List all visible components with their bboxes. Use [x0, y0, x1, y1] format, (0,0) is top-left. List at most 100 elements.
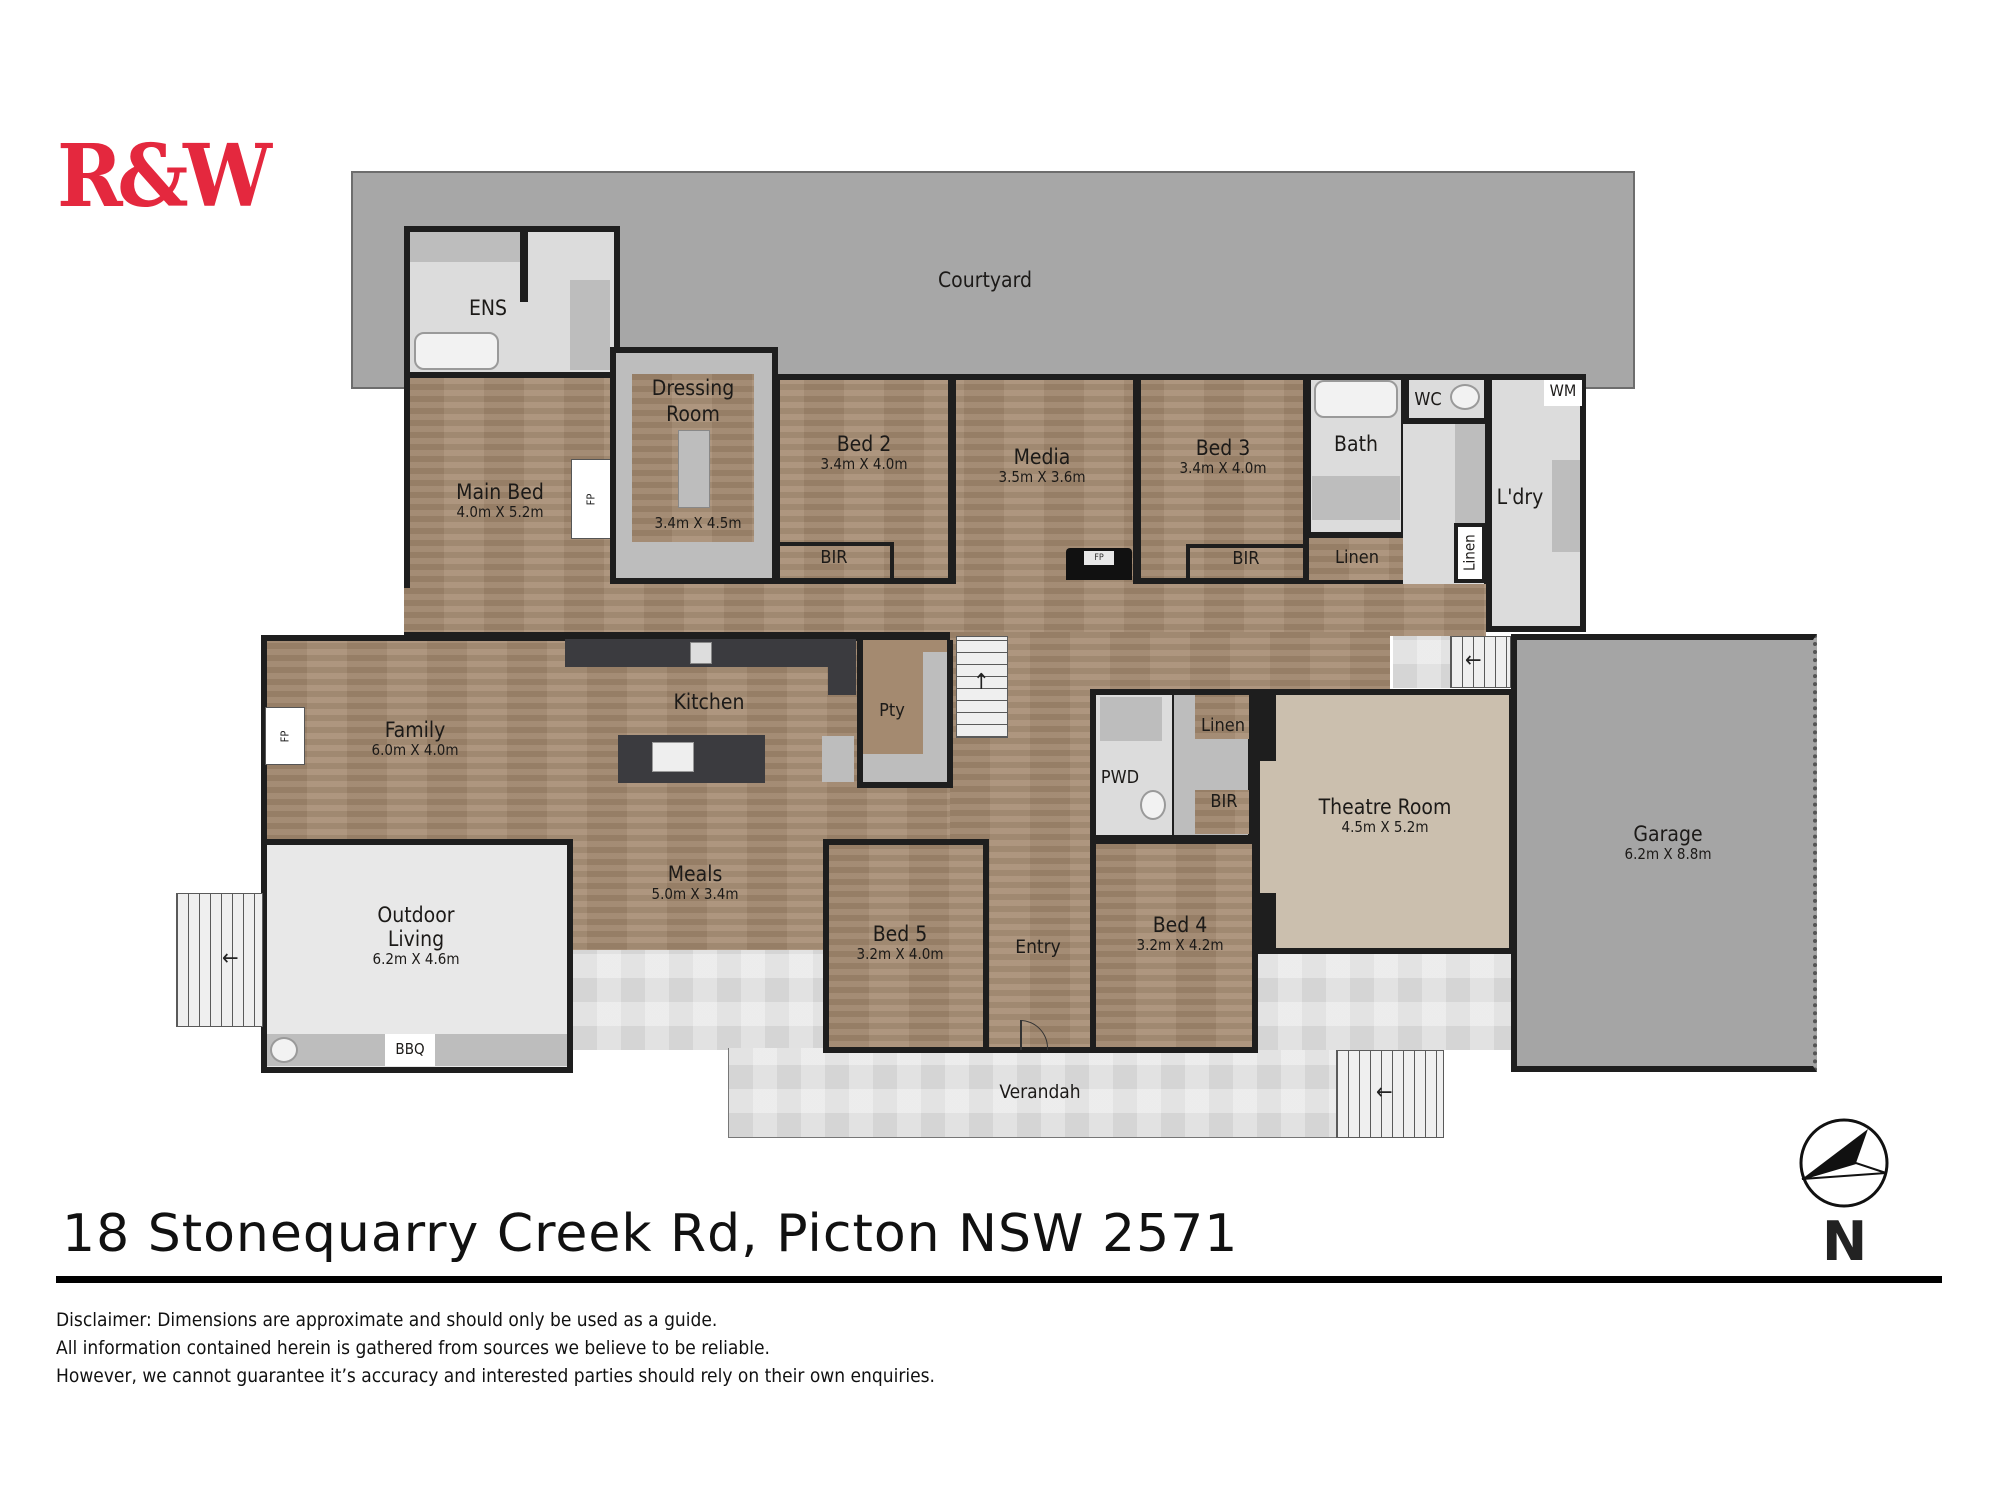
- media-name: Media: [1013, 445, 1071, 469]
- outdoor-sink-icon: [270, 1037, 298, 1063]
- bed-2-dims: 3.4m X 4.0m: [820, 455, 908, 474]
- fridge-space: [822, 736, 854, 782]
- family-fireplace-icon: FP: [265, 707, 305, 765]
- garage-dims: 6.2m X 8.8m: [1624, 845, 1712, 864]
- verandah-front: [728, 1048, 1440, 1138]
- bed-3-dims: 3.4m X 4.0m: [1179, 459, 1267, 478]
- media-dims: 3.5m X 3.6m: [998, 468, 1086, 487]
- media-fp-text: FP: [1084, 551, 1114, 565]
- pwd-shower-icon: [1100, 697, 1162, 741]
- linen-label-1: Linen: [1334, 547, 1380, 568]
- pantry-label: Pty: [879, 700, 905, 721]
- room-main-bed: [404, 374, 616, 588]
- bed-2-name: Bed 2: [836, 432, 892, 456]
- ens-label: ENS: [468, 296, 508, 320]
- disclaimer-line-1: Disclaimer: Dimensions are approximate a…: [56, 1309, 718, 1331]
- verandah-stairs[interactable]: [1336, 1050, 1444, 1138]
- verandah-right: [1254, 950, 1511, 1050]
- pantry-shelf-bottom: [863, 754, 947, 782]
- wm-box: [1544, 380, 1582, 406]
- verandah-side: [573, 950, 823, 1050]
- linen-label-3: Linen: [1200, 715, 1246, 736]
- outdoor-stairs[interactable]: [176, 893, 263, 1027]
- meals-dims: 5.0m X 3.4m: [651, 885, 739, 904]
- ens-bathtub-icon: [414, 332, 499, 370]
- outdoor-living-label: Outdoor Living 6.2m X 4.6m: [372, 903, 459, 969]
- main-bed-name: Main Bed: [456, 480, 544, 504]
- linen-label-2: Linen: [1460, 534, 1479, 571]
- entry-label: Entry: [1015, 936, 1061, 958]
- bed-4-name: Bed 4: [1152, 913, 1208, 937]
- room-entry: [983, 950, 1095, 1053]
- meals-label: Meals 5.0m X 3.4m: [651, 862, 738, 903]
- property-address: 18 Stonequarry Creek Rd, Picton NSW 2571: [62, 1204, 1239, 1264]
- laundry-label: L'dry: [1496, 485, 1544, 509]
- kitchen-sink-icon: [652, 742, 694, 772]
- fp-text: FP: [584, 493, 598, 505]
- dressing-dims: 3.4m X 4.5m: [654, 514, 742, 532]
- ens-wc-wall: [520, 226, 528, 302]
- garage-label: Garage 6.2m X 8.8m: [1624, 822, 1711, 863]
- wm-label: WM: [1549, 381, 1577, 400]
- bbq-box: [385, 1034, 435, 1066]
- main-bed-label: Main Bed 4.0m X 5.2m: [456, 480, 544, 521]
- room-bed-4: [1090, 838, 1258, 1053]
- bed-3-bir-label: BIR: [1232, 548, 1260, 569]
- bed-3-name: Bed 3: [1195, 436, 1251, 460]
- room-bed-5: [823, 839, 989, 1053]
- internal-stairs[interactable]: [956, 636, 1008, 738]
- meals-name: Meals: [667, 862, 723, 886]
- disclaimer-line-3: However, we cannot guarantee it’s accura…: [56, 1365, 935, 1387]
- bed-4-dims: 3.2m X 4.2m: [1136, 936, 1224, 955]
- garage-stairs[interactable]: [1450, 636, 1511, 688]
- courtyard-label: Courtyard: [937, 268, 1033, 292]
- family-name: Family: [384, 718, 446, 742]
- kitchen-label: Kitchen: [673, 690, 745, 714]
- bed-5-dims: 3.2m X 4.0m: [856, 945, 944, 964]
- theatre-name: Theatre Room: [1318, 795, 1452, 819]
- bed-5-name: Bed 5: [872, 922, 928, 946]
- kitchen-return-bench: [828, 639, 856, 695]
- theatre-dims: 4.5m X 5.2m: [1341, 818, 1429, 837]
- linen-3-box: [1195, 695, 1249, 739]
- laundry-bench: [1552, 460, 1580, 552]
- verandah-stairs-arrow-icon: ←: [1376, 1080, 1393, 1105]
- wc-label: WC: [1414, 389, 1442, 410]
- linen-cupboard-2: [1454, 523, 1486, 583]
- outdoor-name-1: Outdoor: [377, 903, 455, 927]
- bed-2-bir-label: BIR: [820, 547, 848, 568]
- room-garage: [1511, 634, 1817, 1072]
- outdoor-dims: 6.2m X 4.6m: [372, 950, 460, 969]
- linen-cupboard: [1305, 538, 1407, 584]
- bed-2-bir: [780, 542, 894, 582]
- theatre-wall-pier-2: [1254, 893, 1276, 953]
- bed-3-bir: [1186, 544, 1304, 582]
- ens-vanity: [410, 232, 520, 262]
- dressing-label-2: Room: [666, 402, 720, 426]
- media-fireplace-icon: FP: [1066, 548, 1132, 580]
- outdoor-stairs-arrow-icon: ←: [222, 946, 239, 971]
- bath-tub-icon: [1314, 380, 1398, 418]
- floorplan: Courtyard ENS Main Bed 4.0m X 5.2m FP Dr…: [176, 171, 1817, 1138]
- cooktop-icon: [690, 642, 712, 664]
- pwd-toilet-icon: [1140, 790, 1166, 820]
- compass-icon: [1798, 1117, 1890, 1209]
- garage-name: Garage: [1633, 822, 1703, 846]
- vanity-basins: [1455, 424, 1485, 524]
- theatre-wall-pier-1: [1254, 689, 1276, 761]
- dressing-label-1: Dressing: [651, 376, 735, 400]
- wc-toilet-icon: [1450, 384, 1480, 410]
- family-label: Family 6.0m X 4.0m: [371, 718, 458, 759]
- rw-logo: R&W: [57, 126, 272, 227]
- bbq-label: BBQ: [395, 1040, 425, 1058]
- disclaimer-line-2: All information contained herein is gath…: [56, 1337, 770, 1359]
- family-dims: 6.0m X 4.0m: [371, 741, 459, 760]
- north-label: N: [1822, 1210, 1868, 1273]
- theatre-label: Theatre Room 4.5m X 5.2m: [1319, 795, 1452, 836]
- dressing-dims-text: 3.4m X 4.5m: [654, 514, 742, 532]
- footer-divider: [56, 1276, 1942, 1283]
- bed-4-label: Bed 4 3.2m X 4.2m: [1136, 913, 1223, 954]
- room-theatre: [1254, 689, 1515, 954]
- bir-4-box: [1195, 790, 1249, 834]
- bed-3-label: Bed 3 3.4m X 4.0m: [1179, 436, 1266, 477]
